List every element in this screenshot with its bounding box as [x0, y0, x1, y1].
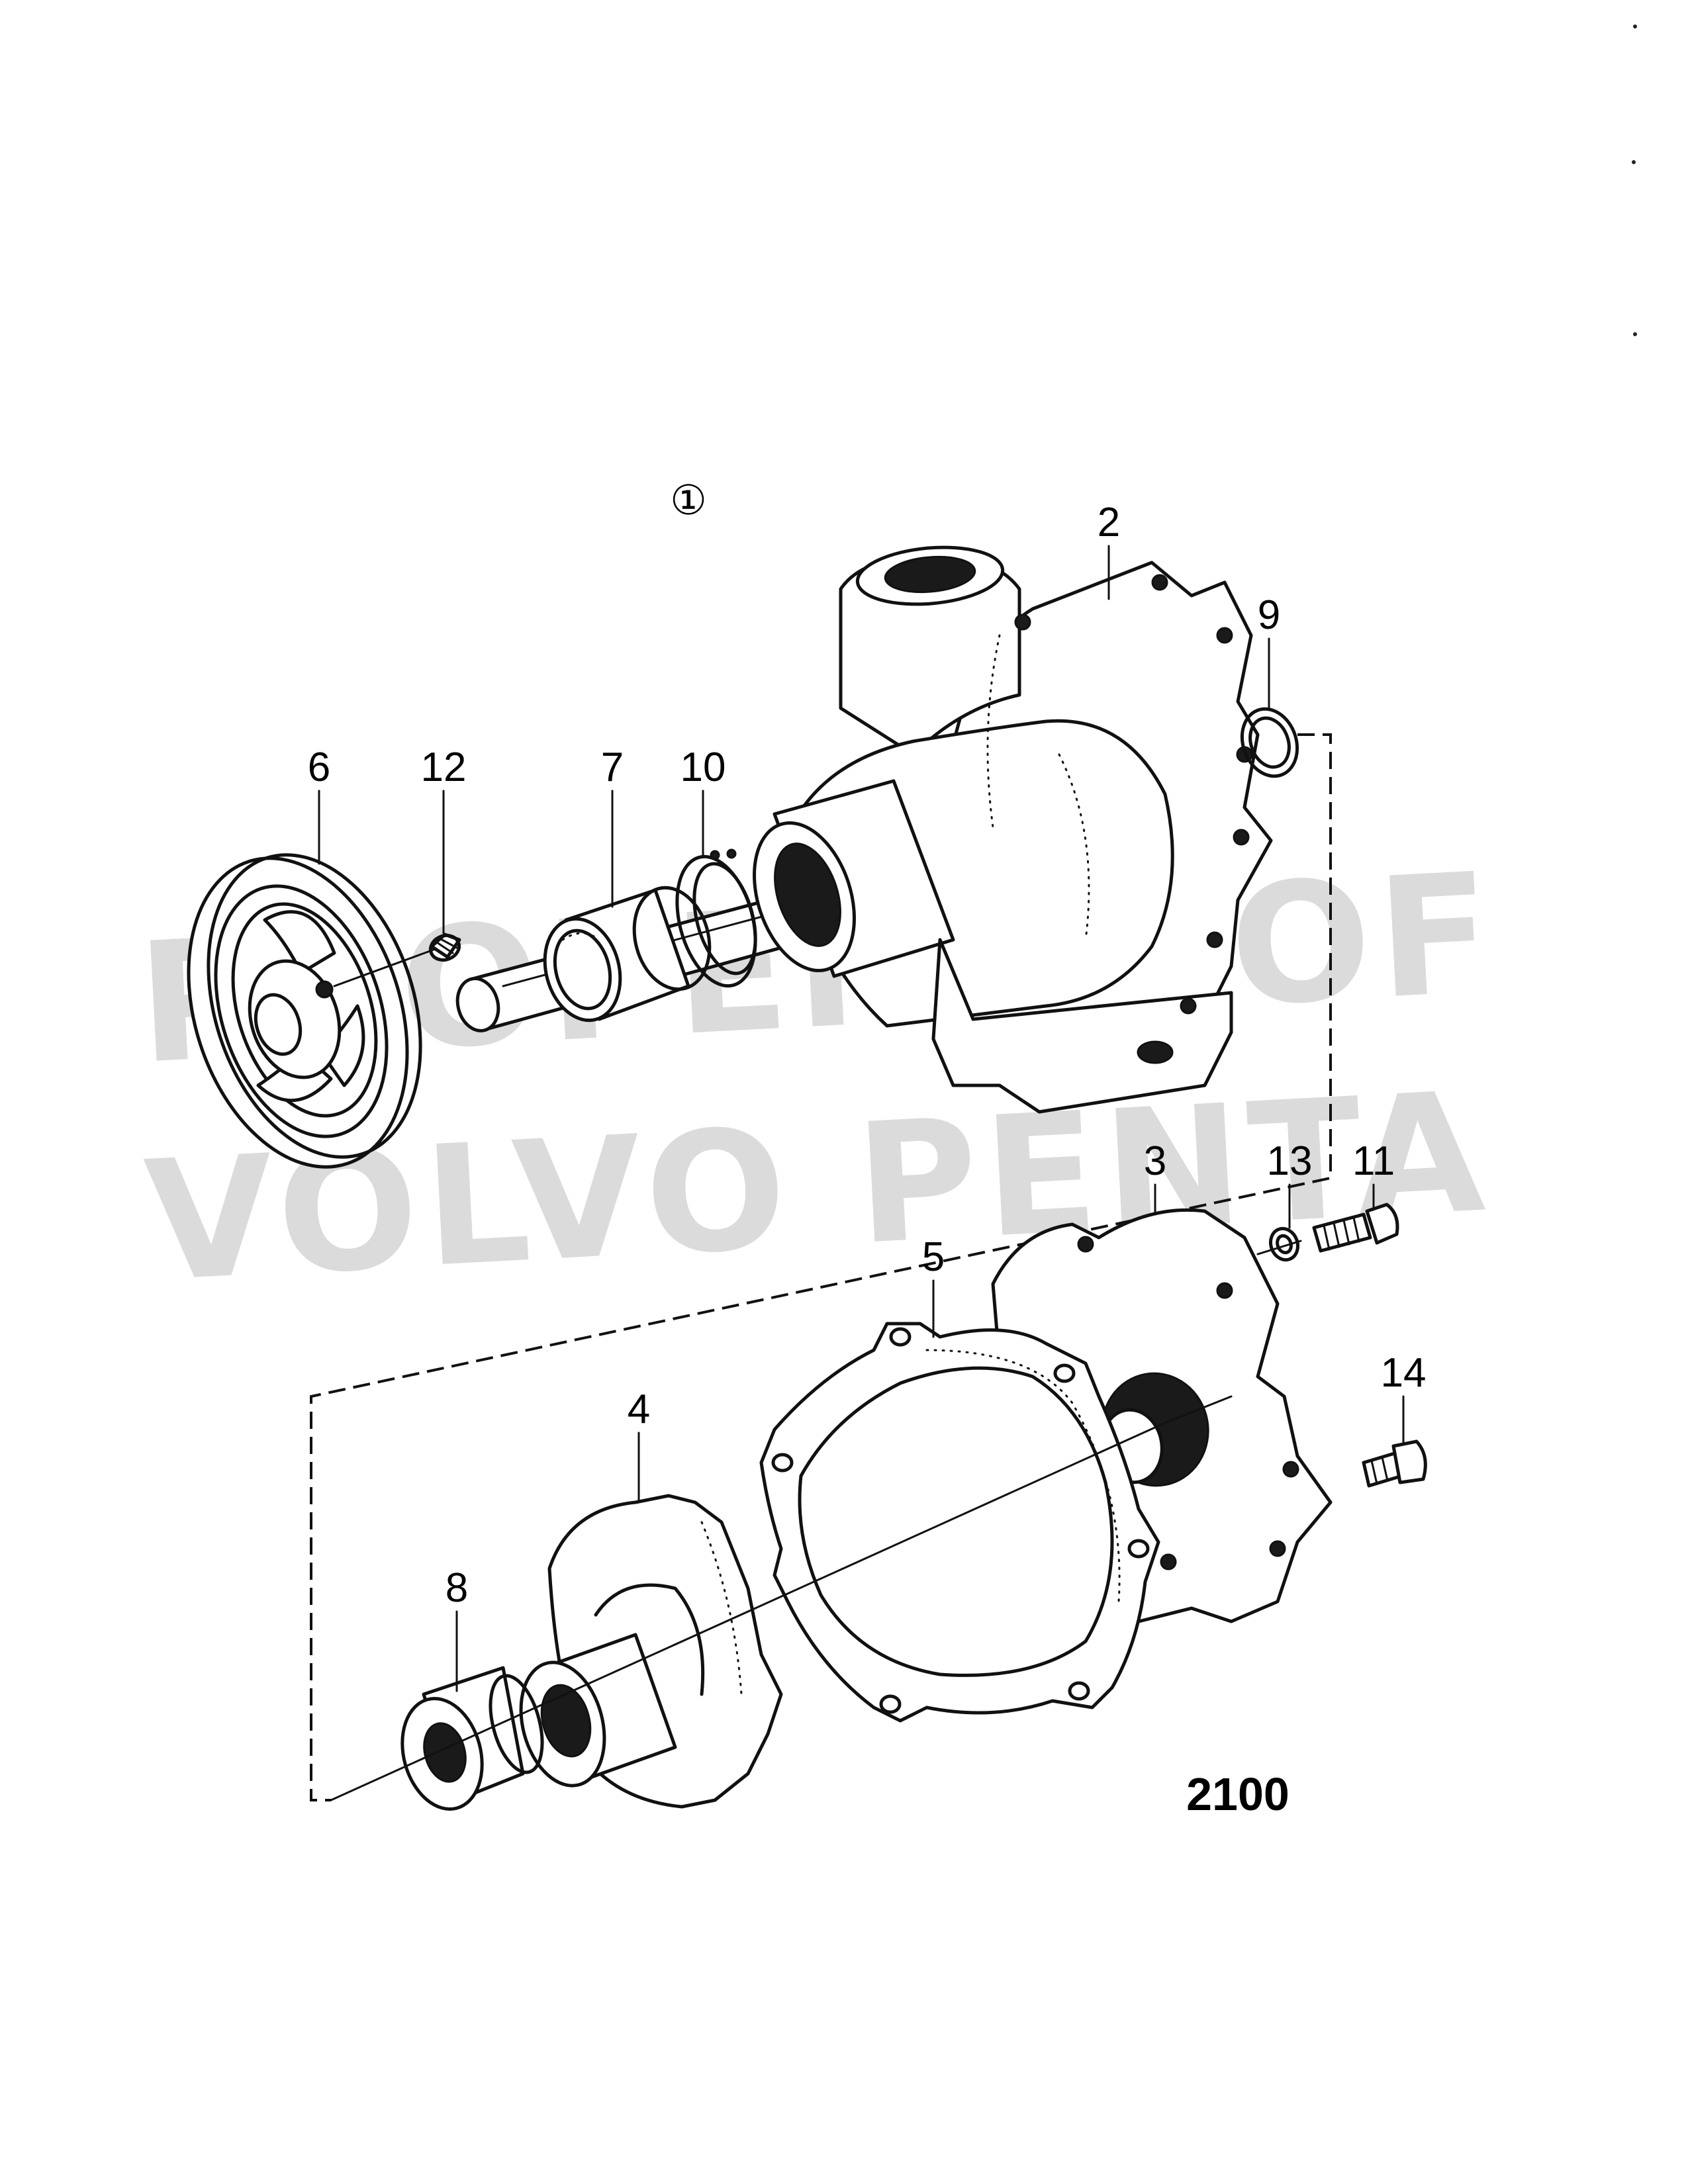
- part-4-impeller: [519, 1494, 783, 1809]
- axis-line-cover: [1164, 1395, 1233, 1424]
- part-9-o-ring: [1240, 707, 1299, 778]
- part-12-set-screw: [428, 933, 461, 962]
- callout-5: 5: [922, 1234, 945, 1280]
- part-8-seal: [400, 1666, 544, 1811]
- part-14-screw: [1362, 1439, 1427, 1488]
- callout-6: 6: [308, 745, 330, 790]
- callout-8: 8: [445, 1565, 468, 1611]
- callout-2: 2: [1098, 500, 1120, 545]
- part-6-pulley: [187, 853, 422, 1169]
- part-13-washer: [1268, 1226, 1300, 1262]
- axis-line-pulley: [333, 948, 435, 987]
- callout-4: 4: [628, 1387, 650, 1432]
- part-10-circlip: [675, 848, 757, 988]
- axis-line-bolt: [1256, 1240, 1302, 1255]
- part-2-pump-housing: [753, 545, 1273, 1114]
- callout-labels: ① 2 3 4 5 6 7 8 9 10 11 12 13 14: [308, 478, 1427, 1611]
- axis-line-lower: [330, 1422, 1166, 1801]
- assembly-boundary-line: [310, 733, 1332, 1801]
- part-7-bearing: [543, 886, 712, 1023]
- scan-specks: [1632, 24, 1637, 336]
- callout-12: 12: [421, 745, 467, 790]
- callout-9: 9: [1258, 592, 1280, 638]
- callout-10: 10: [680, 745, 726, 790]
- callout-3: 3: [1144, 1138, 1166, 1184]
- drawing-number: 2100: [1186, 1768, 1289, 1820]
- callout-13: 13: [1267, 1138, 1313, 1184]
- part-11-bolt: [1312, 1203, 1399, 1253]
- callout-1: ①: [670, 478, 707, 523]
- leader-lines: [318, 545, 1405, 1692]
- callout-14: 14: [1381, 1350, 1427, 1396]
- callout-7: 7: [601, 745, 624, 790]
- part-5-gasket: [759, 1322, 1160, 1723]
- callout-11: 11: [1352, 1138, 1395, 1184]
